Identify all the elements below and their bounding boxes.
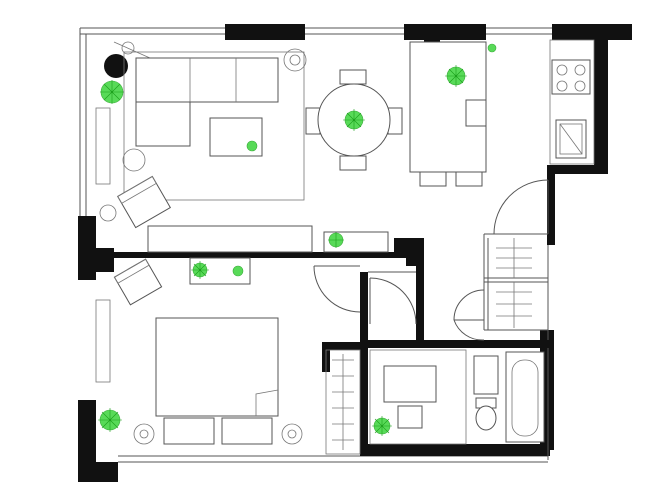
interior-walls bbox=[114, 233, 554, 456]
plant-icon bbox=[328, 232, 344, 248]
doors bbox=[313, 179, 549, 341]
floor-lamp-icon bbox=[104, 54, 128, 78]
bathtub-icon bbox=[505, 351, 545, 443]
tv-cabinet bbox=[147, 225, 313, 253]
plant-icon bbox=[372, 416, 392, 436]
armchair-icon bbox=[113, 258, 163, 306]
plant-icon bbox=[232, 265, 244, 277]
living-room bbox=[95, 41, 389, 253]
sofa bbox=[135, 57, 279, 103]
toilet-icon bbox=[475, 397, 497, 431]
bedroom bbox=[95, 257, 303, 445]
plant-icon bbox=[100, 80, 124, 104]
vanity bbox=[383, 365, 437, 403]
armchair-icon bbox=[116, 175, 172, 229]
plant-icon bbox=[98, 408, 122, 432]
closet bbox=[496, 238, 532, 328]
plant-icon bbox=[445, 65, 467, 87]
stove-icon bbox=[551, 59, 591, 95]
plant-icon bbox=[343, 109, 365, 131]
kitchen bbox=[409, 39, 595, 187]
bathroom bbox=[369, 349, 545, 445]
plants bbox=[98, 43, 497, 436]
wardrobe bbox=[325, 349, 361, 455]
plant-icon bbox=[487, 43, 497, 53]
plant-icon bbox=[246, 140, 258, 152]
plant-icon bbox=[191, 261, 209, 279]
bed-icon bbox=[155, 317, 279, 445]
